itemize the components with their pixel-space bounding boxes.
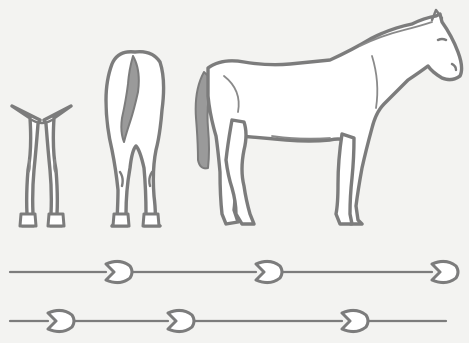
hoofprint [256,261,282,282]
side-front-leg [336,134,354,224]
hoofprint [48,310,74,331]
front-right-hoof [48,214,64,226]
front-left-hoof [20,214,36,226]
hoofprint-row-upper [10,261,458,282]
hoofprint [106,261,132,282]
side-view [196,10,462,224]
hoofprint-row-lower [10,310,446,331]
hoofprint [342,310,368,331]
rear-right-hoof [143,214,159,226]
hoofprint [432,261,458,282]
hoofprint [168,310,194,331]
rear-left-hoof [113,214,129,226]
front-left-leg [12,106,40,226]
rear-view [106,52,164,226]
chest-line [32,120,52,123]
front-right-leg [44,106,71,226]
side-eye [438,39,446,40]
front-legs-view [12,106,71,226]
